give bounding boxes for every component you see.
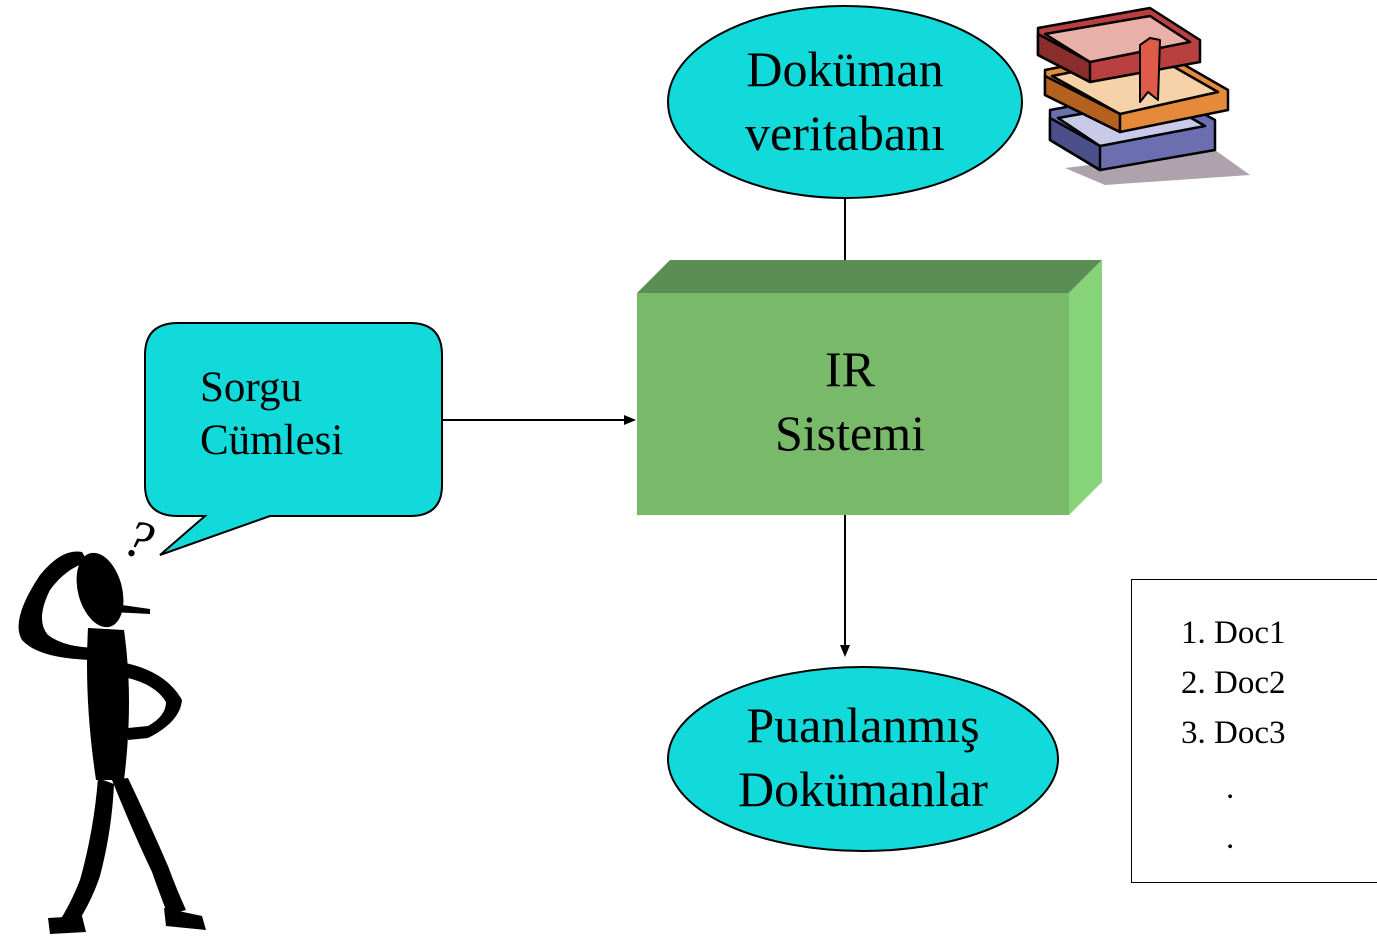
ir-system-line1: IR [825, 341, 875, 397]
query-speech-bubble [144, 322, 443, 556]
result-ellipsis-2: . [1226, 820, 1235, 856]
result-item-1: 1. Doc1 [1181, 615, 1286, 651]
document-db-label: Doküman veritabanı [665, 44, 1025, 158]
ir-system-node [637, 260, 1102, 515]
ranked-docs-line1: Puanlanmış [746, 697, 980, 753]
result-ellipsis-1: . [1226, 770, 1235, 806]
query-line2: Cümlesi [200, 417, 344, 464]
ranked-docs-node [667, 666, 1059, 852]
result-item-2: 2. Doc2 [1181, 665, 1286, 701]
query-label: Sorgu Cümlesi [200, 366, 343, 462]
thinking-person-icon [18, 551, 206, 934]
ir-system-line2: Sistemi [774, 405, 926, 461]
ir-system-label: IR Sistemi [640, 344, 1060, 458]
books-icon [1036, 6, 1250, 185]
document-db-line1: Doküman [746, 41, 944, 97]
ranked-docs-label: Puanlanmış Dokümanlar [668, 700, 1058, 814]
result-item-3: 3. Doc3 [1181, 715, 1286, 751]
query-line1: Sorgu [200, 364, 302, 411]
document-db-line2: veritabanı [745, 105, 945, 161]
ranked-docs-line2: Dokümanlar [738, 761, 988, 817]
results-list-box: 1. Doc1 2. Doc2 3. Doc3 . . [1131, 579, 1377, 883]
